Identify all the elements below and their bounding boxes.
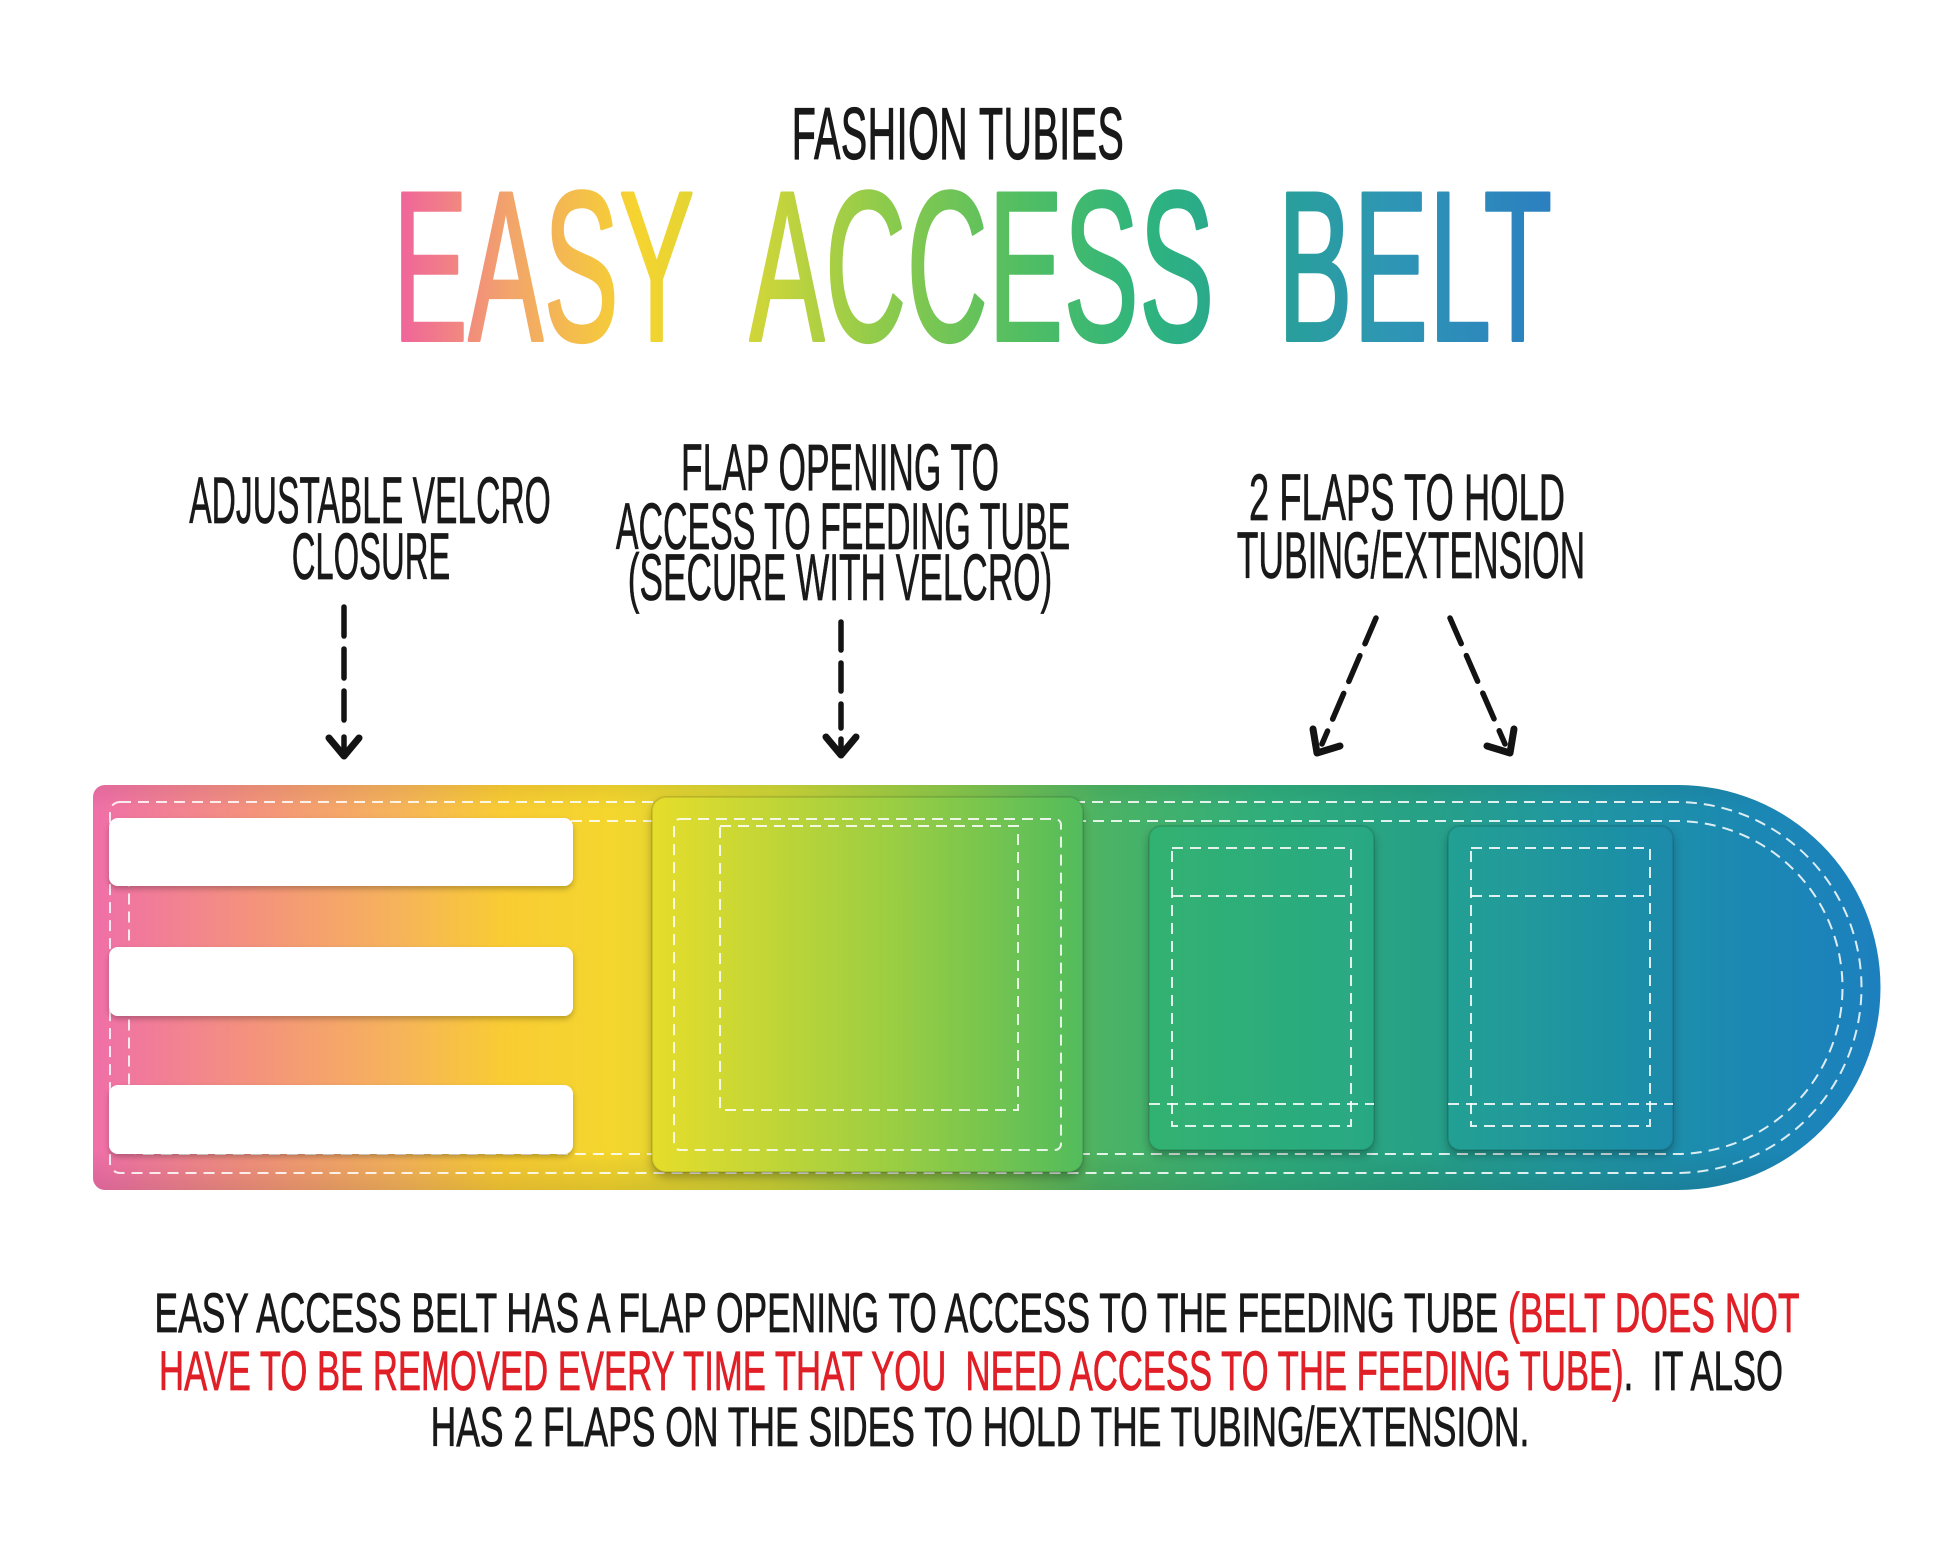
svg-text:EASY ACCESS BELT: EASY ACCESS BELT	[393, 148, 1553, 386]
